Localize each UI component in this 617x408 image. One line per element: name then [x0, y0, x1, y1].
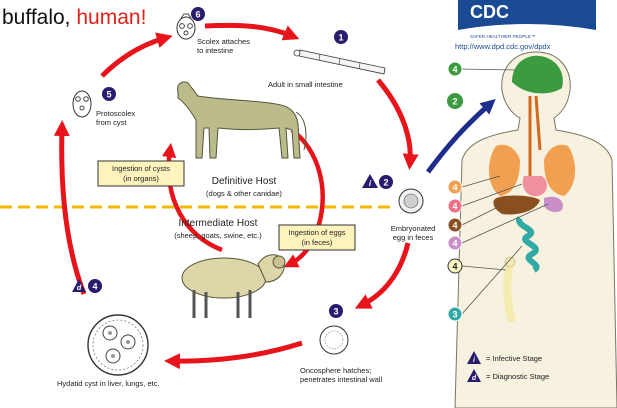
liver-organ — [493, 195, 540, 215]
ingestion-cysts-line2: (in organs) — [123, 174, 159, 183]
oncosphere-illustration — [319, 325, 349, 355]
organ-marker-intestine: 3 — [452, 310, 457, 320]
definitive-host-title: Definitive Host — [212, 176, 277, 187]
human-body-illustration — [454, 51, 617, 408]
stage-legend: i = Infective Stage d = Diagnostic Stage — [467, 351, 549, 382]
arrow-4-to-5 — [53, 120, 87, 295]
legend-diagnostic-letter: d — [472, 375, 477, 382]
cdc-url-link[interactable]: http://www.dpd.cdc.gov/dpdx — [455, 42, 551, 51]
cdc-logo-shape — [458, 0, 596, 30]
arrow-6-to-1 — [204, 22, 300, 41]
stage-2-label-1: Embryonated — [391, 224, 436, 233]
arrow-2-to-3 — [354, 242, 411, 309]
organ-marker-systemic: 2 — [452, 97, 457, 107]
cdc-logo: CDC SAFER·HEALTHIER·PEOPLE™ http://www.d… — [455, 0, 596, 51]
stage-1-badge — [334, 30, 348, 44]
organ-stage-markers: 4 2 4 4 4 4 4 3 — [447, 61, 463, 322]
stage-6-label-1: Scolex attaches — [197, 37, 250, 46]
arrow-5-to-6 — [100, 32, 173, 78]
legend-infective-icon — [467, 351, 481, 364]
organ-marker-spleen: 4 — [452, 239, 457, 249]
scolex-illustration — [176, 13, 196, 40]
definitive-host-sub: (dogs & other canidae) — [206, 189, 282, 198]
stage-5-badge — [102, 87, 116, 101]
stage-5-number: 5 — [106, 90, 111, 100]
dog-illustration — [177, 81, 307, 159]
adult-worm-illustration — [293, 49, 386, 75]
header-highlight: human! — [76, 6, 147, 29]
stage-1-number: 1 — [338, 33, 343, 43]
stage-4-diagnostic-marker — [72, 279, 86, 292]
header-plain: buffalo, — [2, 6, 71, 29]
cdc-tagline: SAFER·HEALTHIER·PEOPLE™ — [470, 34, 535, 39]
stage-3-number: 3 — [333, 307, 338, 317]
legend-diagnostic-label: = Diagnostic Stage — [486, 372, 549, 381]
intermediate-host-sub: (sheep, goats, swine, etc.) — [174, 231, 262, 240]
stage-4-badge — [88, 279, 102, 293]
stage-1-label: Adult in small intestine — [268, 80, 343, 89]
stage-3-label-2: penetrates intestinal wall — [300, 375, 382, 384]
legend-infective-letter: i — [473, 357, 476, 364]
svg-text:CDC: CDC — [470, 2, 509, 22]
arrow-to-human — [425, 99, 496, 174]
bone-organ — [503, 261, 516, 324]
sheep-illustration — [181, 254, 286, 318]
life-cycle-arrows — [53, 22, 419, 370]
hydatid-cyst-illustration — [87, 314, 149, 376]
brain-organ — [512, 55, 563, 94]
heart-organ — [522, 176, 547, 197]
ingestion-cysts-box — [97, 160, 185, 187]
arrow-3-to-4 — [164, 340, 303, 370]
header-text: buffalo, human! — [2, 6, 146, 30]
spleen-organ — [544, 196, 563, 213]
intermediate-host-title: Intermediate Host — [179, 218, 258, 229]
arrow-1-to-2 — [376, 78, 419, 170]
ingestion-cysts-line1: Ingestion of cysts — [112, 164, 170, 173]
stage-4-diagnostic-letter: d — [77, 283, 82, 292]
organ-pointer-lines — [459, 68, 549, 315]
stage-2-infective-marker — [362, 174, 378, 188]
stage-5-label-2: from cyst — [96, 118, 127, 127]
legend-diagnostic-icon — [467, 369, 481, 382]
organ-marker-liver: 4 — [452, 221, 457, 231]
stage-2-badge — [379, 175, 393, 189]
stage-2-infective-letter: i — [369, 179, 372, 188]
organ-marker-heart: 4 — [452, 202, 457, 212]
protoscolex-illustration — [72, 90, 92, 118]
stage-5-label-1: Protoscolex — [96, 109, 135, 118]
organ-marker-bone: 4 — [452, 262, 457, 272]
stage-4-label: Hydatid cyst in liver, lungs, etc. — [57, 379, 160, 388]
intestine-organ — [516, 216, 540, 273]
ingestion-eggs-line1: Ingestion of eggs — [288, 228, 345, 237]
ingestion-eggs-line2: (in feces) — [302, 238, 333, 247]
lung-left-organ — [488, 144, 520, 196]
stage-3-label-1: Oncosphere hatches; — [300, 366, 371, 375]
stage-2-number: 2 — [383, 178, 388, 188]
esophagus-organ — [528, 95, 542, 190]
stage-3-badge — [329, 304, 343, 318]
stage-6-badge — [191, 7, 205, 21]
stage-2-label-2: egg in feces — [393, 233, 434, 242]
stage-6-number: 6 — [195, 10, 200, 20]
human-silhouette — [454, 51, 617, 408]
lung-right-organ — [544, 144, 576, 196]
legend-infective-label: = Infective Stage — [486, 354, 542, 363]
organ-marker-brain: 4 — [452, 65, 457, 75]
stage-6-label-2: to intestine — [197, 46, 233, 55]
ingestion-eggs-box — [278, 224, 356, 251]
organ-marker-lung: 4 — [452, 183, 457, 193]
stage-4-number: 4 — [92, 282, 97, 292]
arrow-dog-to-sheep — [283, 128, 325, 268]
